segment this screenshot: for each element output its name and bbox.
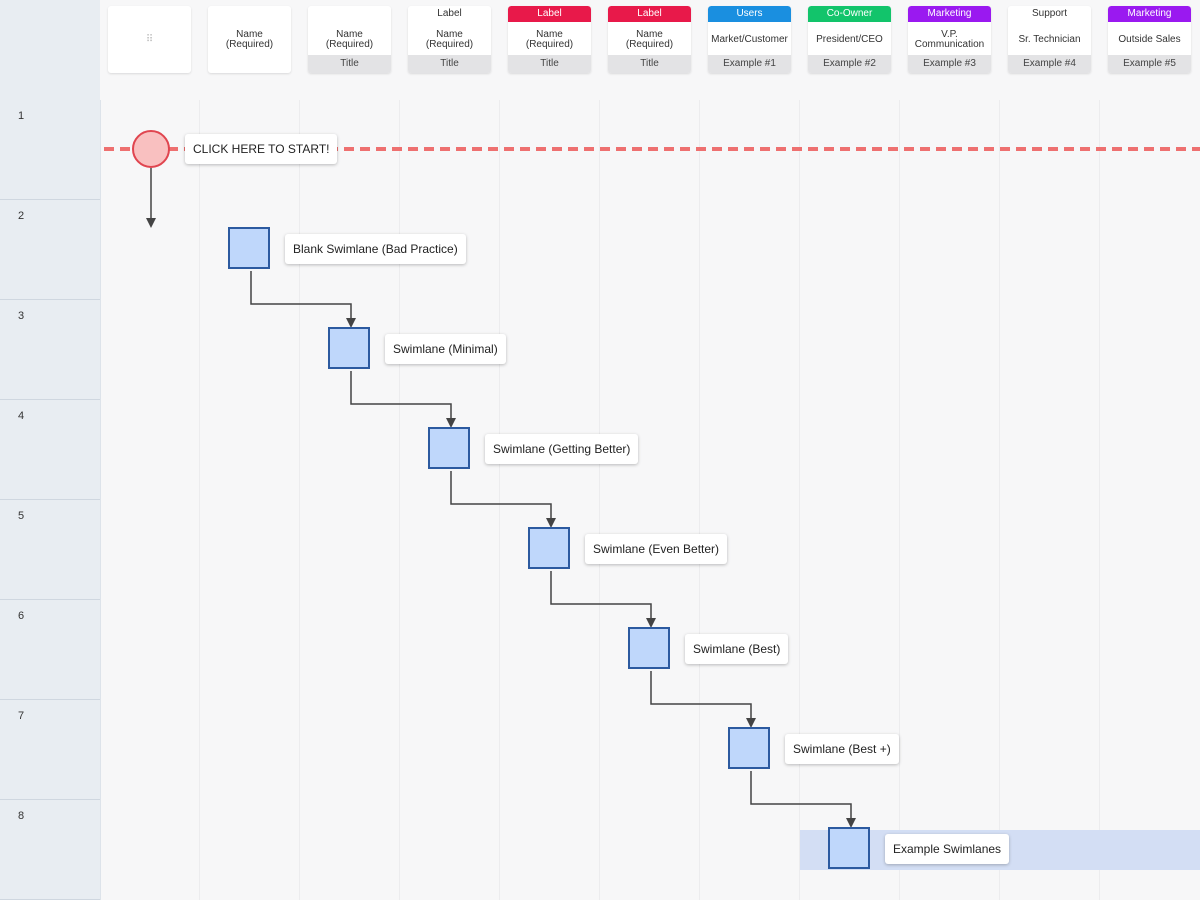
- row-number: 2: [18, 210, 25, 222]
- lane-name: Name (Required): [525, 28, 574, 50]
- lane-title: Title: [408, 55, 491, 73]
- step-label[interactable]: Swimlane (Getting Better): [485, 434, 639, 464]
- step-label[interactable]: Swimlane (Minimal): [385, 334, 506, 364]
- lane-divider: [899, 100, 900, 900]
- lane-label: Label: [608, 6, 691, 22]
- lane-title: Example #3: [908, 55, 991, 73]
- connector-arrow: [350, 371, 456, 428]
- lane-label: Label: [408, 6, 491, 22]
- row-number: 3: [18, 310, 25, 322]
- step-label[interactable]: Example Swimlanes: [885, 834, 1010, 864]
- lane-title: Example #1: [708, 55, 791, 73]
- lane-name: Name (Required): [625, 28, 674, 50]
- lane-title: Title: [308, 55, 391, 73]
- lane-divider: [1099, 100, 1100, 900]
- lane-divider: [199, 100, 200, 900]
- lane-divider: [499, 100, 500, 900]
- lane-label: Users: [708, 6, 791, 22]
- row-number: 8: [18, 810, 25, 822]
- lane-label: Support: [1008, 6, 1091, 22]
- process-box[interactable]: [728, 727, 770, 769]
- start-circle[interactable]: [132, 130, 170, 168]
- lane-divider: [799, 100, 800, 900]
- connector-arrow: [750, 771, 856, 828]
- lane-label: Label: [508, 6, 591, 22]
- process-box[interactable]: [228, 227, 270, 269]
- row-divider: [0, 799, 100, 800]
- row-number: 6: [18, 610, 25, 622]
- step-label[interactable]: Swimlane (Even Better): [585, 534, 728, 564]
- lane-divider: [999, 100, 1000, 900]
- lane-name: Name (Required): [325, 28, 374, 50]
- row-divider: [0, 299, 100, 300]
- lane-title: Example #4: [1008, 55, 1091, 73]
- connector-arrow: [550, 571, 656, 628]
- row-divider: [0, 199, 100, 200]
- lane-label: Marketing: [908, 6, 991, 22]
- step-label[interactable]: Swimlane (Best): [685, 634, 789, 664]
- process-box[interactable]: [628, 627, 670, 669]
- lane-divider: [299, 100, 300, 900]
- row-divider: [0, 699, 100, 700]
- lane-title: Example #5: [1108, 55, 1191, 73]
- lane-name: Name (Required): [425, 28, 474, 50]
- start-link-label[interactable]: CLICK HERE TO START!: [185, 134, 338, 164]
- lane-header-card[interactable]: Name (Required): [208, 6, 291, 73]
- step-label[interactable]: Blank Swimlane (Bad Practice): [285, 234, 466, 264]
- row-gutter: 1 2 3 4 5 6 7 8: [0, 0, 101, 900]
- connector-arrow: [450, 471, 556, 528]
- process-box[interactable]: [528, 527, 570, 569]
- lane-divider: [599, 100, 600, 900]
- lane-label: Marketing: [1108, 6, 1191, 22]
- lane-divider: [399, 100, 400, 900]
- process-box[interactable]: [328, 327, 370, 369]
- lane-divider: [699, 100, 700, 900]
- lane-header-card[interactable]: Name (Required) Title: [308, 6, 391, 73]
- row-number: 1: [18, 110, 25, 122]
- row-divider: [0, 399, 100, 400]
- lane-name: Name (Required): [225, 28, 274, 50]
- connector-arrow: [250, 271, 356, 328]
- lane-title: Title: [508, 55, 591, 73]
- drag-handle-icon[interactable]: ⠿: [145, 34, 154, 45]
- lane-title: Title: [608, 55, 691, 73]
- lane-header-card[interactable]: ⠿: [108, 6, 191, 73]
- process-box[interactable]: [828, 827, 870, 869]
- step-label[interactable]: Swimlane (Best +): [785, 734, 899, 764]
- row-number: 4: [18, 410, 25, 422]
- row-number: 5: [18, 510, 25, 522]
- lane-name: V.P. Communication: [914, 28, 985, 50]
- lane-title: Example #2: [808, 55, 891, 73]
- process-box[interactable]: [428, 427, 470, 469]
- row-divider: [0, 499, 100, 500]
- connector-arrow: [650, 671, 756, 728]
- row-divider: [0, 599, 100, 600]
- lane-label: Co-Owner: [808, 6, 891, 22]
- row-number: 7: [18, 710, 25, 722]
